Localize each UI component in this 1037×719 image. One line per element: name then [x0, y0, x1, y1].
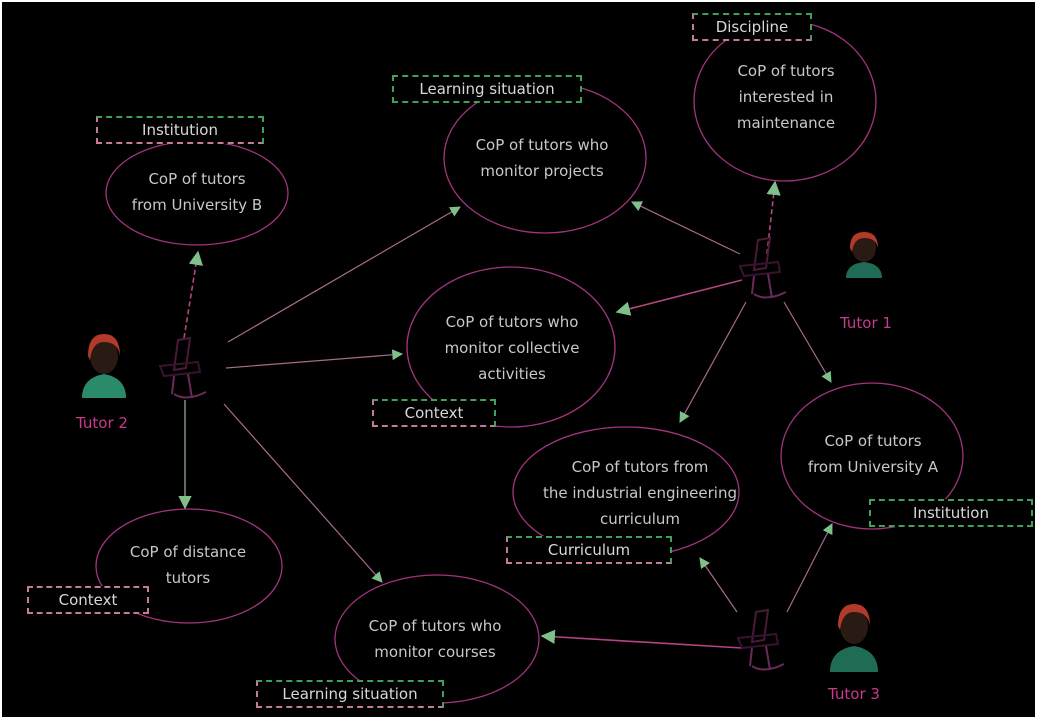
cop-distance-line-1: CoP of distance: [129, 543, 247, 561]
arrow-t3-courses: [540, 629, 743, 649]
institution-label-b: Institution: [96, 116, 264, 144]
arrow-t1-industrial: [679, 301, 747, 423]
cop-uni-b-line-2: from University B: [131, 196, 263, 214]
cop-distance-text: CoP of distance tutors: [130, 539, 246, 591]
context-label-distance: Context: [27, 586, 149, 614]
cop-courses-line-2: monitor courses: [374, 643, 496, 661]
tutor-avatar-icon: [846, 232, 882, 278]
arrow-t3-uni-a: [786, 523, 833, 613]
chair-icon: [736, 608, 785, 671]
context-label-collective: Context: [372, 399, 496, 427]
cop-industrial-line-2: the industrial engineering: [543, 484, 737, 502]
institution-label-a: Institution: [869, 499, 1033, 527]
cop-uni-a-line-2: from University A: [807, 458, 939, 476]
cop-maintenance-line-2: interested in: [738, 88, 834, 106]
cop-uni-b-text: CoP of tutors from University B: [132, 166, 262, 218]
cop-projects-line-1: CoP of tutors who: [475, 136, 609, 154]
discipline-label: Discipline: [692, 13, 812, 41]
cop-collective-line-1: CoP of tutors who: [445, 313, 579, 331]
cop-uni-b-line-1: CoP of tutors: [148, 170, 246, 188]
cop-industrial-line-1: CoP of tutors from: [571, 458, 709, 476]
tutor-3-label: Tutor 3: [828, 685, 880, 703]
chair-icon: [158, 336, 207, 399]
tutor-1-label: Tutor 1: [840, 314, 892, 332]
cop-courses-line-1: CoP of tutors who: [368, 617, 502, 635]
arrow-t1-maintenance: [766, 180, 781, 255]
curriculum-label: Curriculum: [506, 536, 672, 564]
cop-maintenance-text: CoP of tutors interested in maintenance: [737, 58, 835, 136]
cop-industrial-text: CoP of tutors from the industrial engine…: [543, 454, 737, 532]
arrow-t2-collective: [225, 349, 404, 369]
arrow-t3-industrial: [699, 557, 738, 613]
learning-situation-label-bottom: Learning situation: [256, 680, 444, 708]
cop-uni-a-line-1: CoP of tutors: [824, 432, 922, 450]
cop-collective-text: CoP of tutors who monitor collective act…: [445, 309, 580, 387]
arrow-t1-projects: [631, 201, 741, 255]
tutor-avatar-icon: [82, 334, 126, 398]
cop-maintenance-line-1: CoP of tutors: [737, 62, 835, 80]
cop-collective-line-3: activities: [478, 365, 546, 383]
arrow-t2-projects: [227, 206, 461, 343]
cop-courses-text: CoP of tutors who monitor courses: [369, 613, 502, 665]
arrow-t1-uni-a: [783, 301, 832, 383]
cop-collective-line-2: monitor collective: [444, 339, 580, 357]
learning-situation-label-top: Learning situation: [392, 75, 582, 103]
cop-collective-ellipse: [406, 266, 616, 428]
cop-projects-line-2: monitor projects: [480, 162, 604, 180]
cop-projects-text: CoP of tutors who monitor projects: [476, 132, 609, 184]
chair-icon: [738, 236, 787, 299]
arrow-t2-courses: [223, 403, 383, 583]
tutor-2-label: Tutor 2: [76, 414, 128, 432]
cop-uni-a-ellipse: [780, 382, 964, 530]
cop-industrial-line-3: curriculum: [599, 510, 681, 528]
arrow-t2-uni-b: [183, 250, 204, 339]
arrow-t1-collective: [615, 279, 743, 316]
cop-maintenance-line-3: maintenance: [736, 114, 836, 132]
tutor-avatar-icon: [830, 604, 878, 672]
cop-distance-line-2: tutors: [165, 569, 211, 587]
cop-uni-a-text: CoP of tutors from University A: [808, 428, 938, 480]
